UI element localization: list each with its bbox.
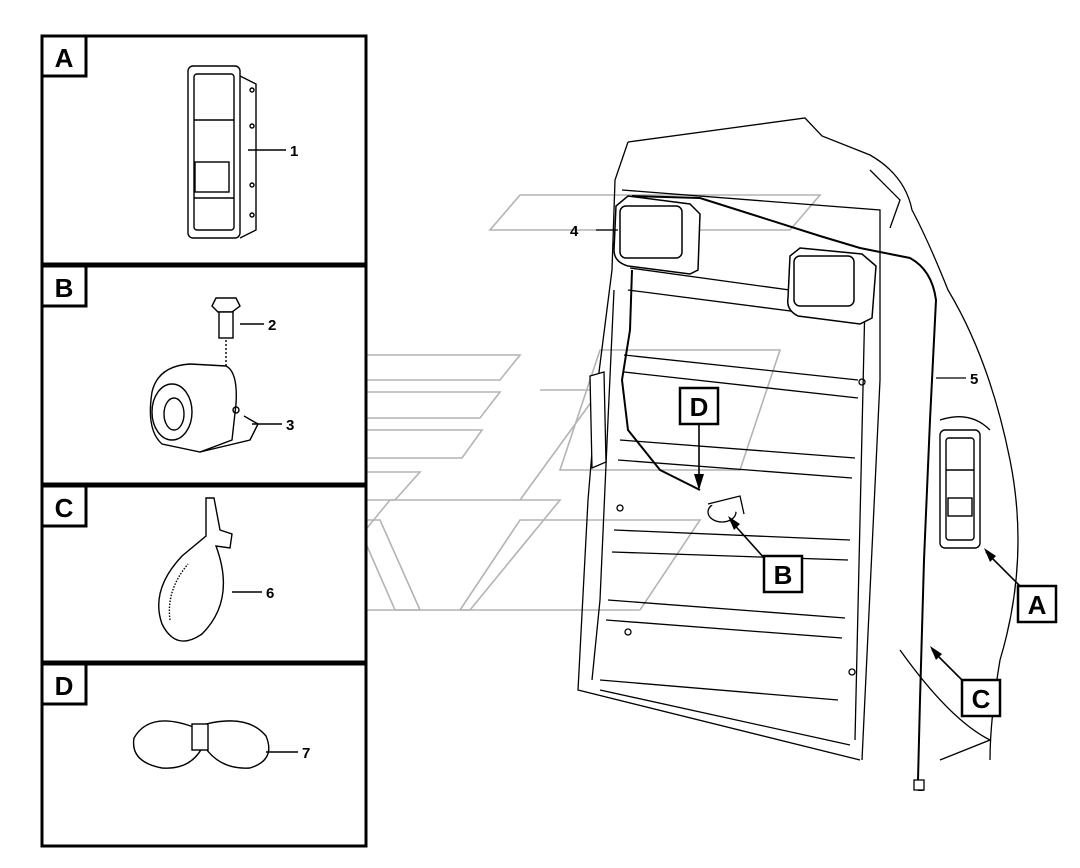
work-lamp-left-icon [613,195,701,275]
detail-panel-d: D 7 [40,662,368,848]
mounted-alarm-icon [707,495,745,523]
tail-lamp-icon [187,65,286,239]
panel-b-letter: B [55,273,74,303]
callout-d-letter: D [690,392,709,422]
cable-tie-icon [158,497,262,642]
callout-a: A [984,548,1058,624]
panel-d-letter: D [55,671,74,701]
part-number-3: 3 [286,417,294,434]
double-clip-icon [132,720,298,769]
callout-c: C [930,646,1002,718]
callout-b: B [728,516,804,594]
work-lamp-right-icon [786,247,877,325]
panel-a-letter: A [55,43,74,73]
watermark-logo [290,194,822,611]
callout-d: D [678,386,720,490]
part-number-7: 7 [302,745,310,762]
cab-rear-wall [577,117,1019,761]
detail-panel-c: C 6 [40,484,368,664]
side-bracket [589,371,607,469]
callout-b-letter: B [774,560,793,590]
part-number-6: 6 [266,585,274,602]
part-number-2: 2 [268,317,276,334]
alarm-buzzer-icon [149,363,282,453]
wiring-harness [620,195,938,791]
panel-c-letter: C [55,493,74,523]
detail-panel-b: B 2 3 [40,264,368,486]
part-number-4: 4 [570,223,579,240]
mounted-tail-lamp-icon [939,429,981,549]
part-number-5: 5 [970,371,978,388]
detail-panel-a: A 1 [40,34,368,266]
part-number-1: 1 [290,143,298,160]
callout-c-letter: C [972,684,991,714]
callout-a-letter: A [1028,590,1047,620]
